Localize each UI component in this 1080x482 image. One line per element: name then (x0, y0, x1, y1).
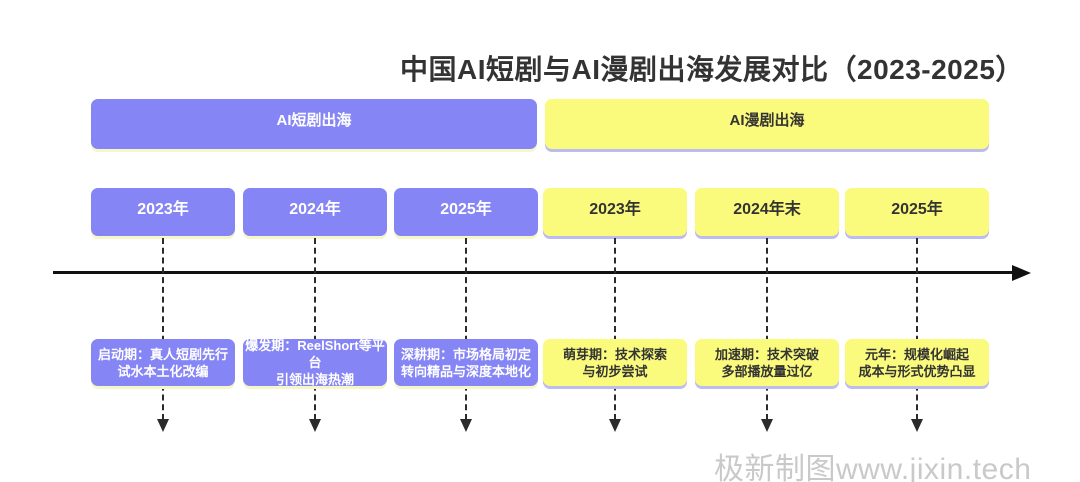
desc-box-comic-2024: 加速期：技术突破 多部播放量过亿 (695, 339, 839, 386)
desc-box-short-2025: 深耕期：市场格局初定 转向精品与深度本地化 (394, 339, 538, 386)
desc-line: 元年：规模化崛起 (864, 346, 969, 362)
desc-line: 爆发期：ReelShort等平台 (245, 338, 385, 370)
year-box-comic-2023: 2023年 (543, 188, 687, 236)
desc-line: 深耕期：市场格局初定 (400, 346, 531, 362)
year-box-short-2023: 2023年 (91, 188, 235, 236)
track-header-comic: AI漫剧出海 (545, 99, 989, 149)
dashed-connector (465, 238, 467, 420)
desc-line: 加速期：技术突破 (714, 346, 819, 362)
year-box-short-2025: 2025年 (394, 188, 538, 236)
year-label: 2023年 (589, 201, 641, 218)
year-box-comic-2024: 2024年末 (695, 188, 839, 236)
page-title: 中国AI短剧与AI漫剧出海发展对比（2023-2025） (400, 54, 1024, 85)
year-label: 2025年 (440, 201, 492, 218)
down-arrow-icon (157, 419, 169, 432)
desc-line: 启动期：真人短剧先行 (97, 346, 228, 362)
dashed-connector (614, 238, 616, 420)
down-arrow-icon (911, 419, 923, 432)
timeline-axis (53, 271, 1012, 274)
track-header-comic-label: AI漫剧出海 (729, 111, 805, 129)
desc-box-comic-2025: 元年：规模化崛起 成本与形式优势凸显 (845, 339, 989, 386)
down-arrow-icon (609, 419, 621, 432)
timeline-arrow-icon (1012, 265, 1031, 281)
dashed-connector (162, 238, 164, 420)
desc-line: 萌芽期：技术探索 (562, 346, 667, 362)
dashed-connector (916, 238, 918, 420)
desc-line: 多部播放量过亿 (721, 363, 813, 379)
desc-line: 与初步尝试 (582, 363, 648, 379)
watermark: 极新制图www.jixin.tech (714, 453, 1032, 482)
down-arrow-icon (761, 419, 773, 432)
year-label: 2023年 (137, 201, 189, 218)
desc-line: 试水本土化改编 (117, 363, 209, 379)
desc-line: 引领出海热潮 (275, 372, 354, 387)
dashed-connector (314, 238, 316, 420)
desc-box-short-2024: 爆发期：ReelShort等平台 引领出海热潮 (243, 338, 387, 387)
desc-line: 转向精品与深度本地化 (400, 363, 531, 379)
year-label: 2025年 (891, 201, 943, 218)
desc-box-comic-2023: 萌芽期：技术探索 与初步尝试 (543, 339, 687, 386)
track-header-short-drama-label: AI短剧出海 (276, 111, 352, 129)
dashed-connector (766, 238, 768, 420)
year-label: 2024年末 (733, 201, 801, 218)
down-arrow-icon (309, 419, 321, 432)
down-arrow-icon (460, 419, 472, 432)
desc-box-short-2023: 启动期：真人短剧先行 试水本土化改编 (91, 339, 235, 386)
desc-line: 成本与形式优势凸显 (858, 363, 976, 379)
year-box-comic-2025: 2025年 (845, 188, 989, 236)
year-box-short-2024: 2024年 (243, 188, 387, 236)
track-header-short-drama: AI短剧出海 (91, 99, 537, 149)
year-label: 2024年 (289, 201, 341, 218)
